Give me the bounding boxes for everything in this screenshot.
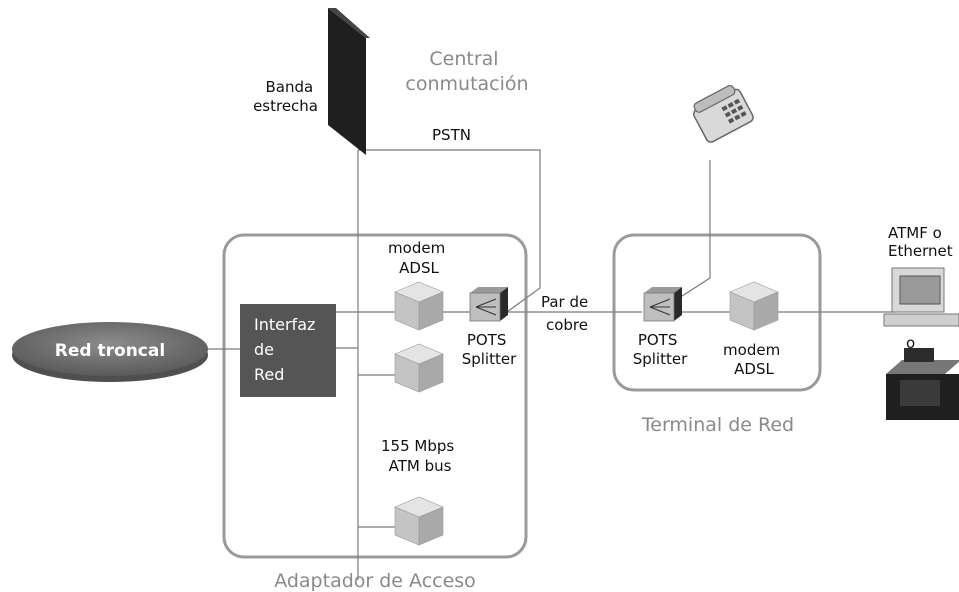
modem-adsl-cube-icon bbox=[394, 281, 444, 331]
cube-icon bbox=[394, 496, 444, 546]
interfaz-label: Interfaz de Red bbox=[254, 315, 320, 384]
adaptador-box bbox=[222, 233, 528, 559]
computer-icon bbox=[883, 267, 959, 327]
cube-face bbox=[753, 291, 779, 331]
interfaz-de-red-block bbox=[240, 304, 336, 397]
par-de-cobre-label: Par de cobre bbox=[541, 293, 593, 334]
adaptador-de-acceso-label: Adaptador de Acceso bbox=[274, 570, 476, 592]
cube-icon bbox=[394, 343, 444, 393]
cube-face bbox=[418, 353, 444, 393]
o-label: o bbox=[906, 334, 915, 352]
dark-device-icon bbox=[886, 348, 959, 420]
atm-bus-label: 155 Mbps ATM bus bbox=[381, 437, 459, 475]
pots-splitter-left-label: POTS Splitter bbox=[462, 331, 517, 368]
pstn-label: PSTN bbox=[432, 126, 471, 144]
banda-estrecha-label: Banda estrecha bbox=[253, 78, 318, 115]
pots-splitter-right-label: POTS Splitter bbox=[633, 331, 688, 368]
modem-adsl-right-label: modem ADSL bbox=[723, 341, 785, 378]
red-troncal-label: Red troncal bbox=[55, 341, 165, 361]
telephone-icon bbox=[693, 84, 754, 143]
atmf-ethernet-label: ATMF o Ethernet bbox=[888, 224, 953, 260]
cube-face bbox=[418, 506, 444, 546]
red-troncal-oval bbox=[12, 322, 208, 382]
modem-adsl-right-cube-icon bbox=[729, 281, 779, 331]
pots-splitter-left-icon bbox=[469, 287, 508, 322]
terminal-de-red-label: Terminal de Red bbox=[641, 414, 794, 436]
central-conmutacion-title: Central conmutación bbox=[405, 48, 528, 95]
pots-splitter-right-icon bbox=[643, 287, 682, 322]
modem-adsl-top-label: modem ADSL bbox=[388, 239, 450, 277]
central-switch-icon bbox=[328, 8, 370, 155]
cube-face bbox=[418, 291, 444, 331]
